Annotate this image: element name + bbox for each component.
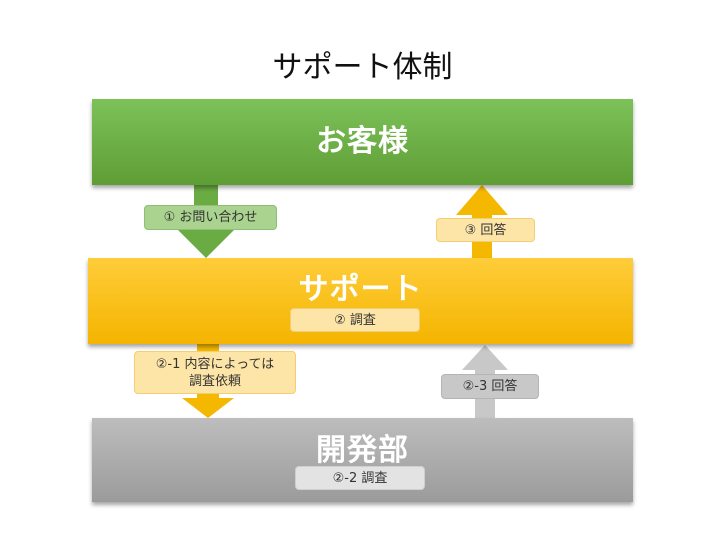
dev-label: 開発部 bbox=[316, 433, 409, 468]
customer-label: お客様 bbox=[316, 124, 409, 159]
request21-line1: ②-1 内容によっては bbox=[155, 356, 275, 372]
request21-label: ②-1 内容によっては 調査依頼 bbox=[134, 351, 296, 394]
support-label: サポート bbox=[298, 272, 423, 307]
request21-line2: 調査依頼 bbox=[188, 373, 241, 389]
answer3-label: ③ 回答 bbox=[436, 218, 535, 242]
customer-band: お客様 bbox=[92, 99, 633, 185]
answer23-label: ②-3 回答 bbox=[441, 374, 539, 399]
investigate2-label: ② 調査 bbox=[290, 308, 420, 332]
page-title: サポート体制 bbox=[272, 50, 453, 85]
investigate22-label: ②-2 調査 bbox=[295, 466, 425, 490]
inquiry-label: ① お問い合わせ bbox=[144, 205, 277, 230]
